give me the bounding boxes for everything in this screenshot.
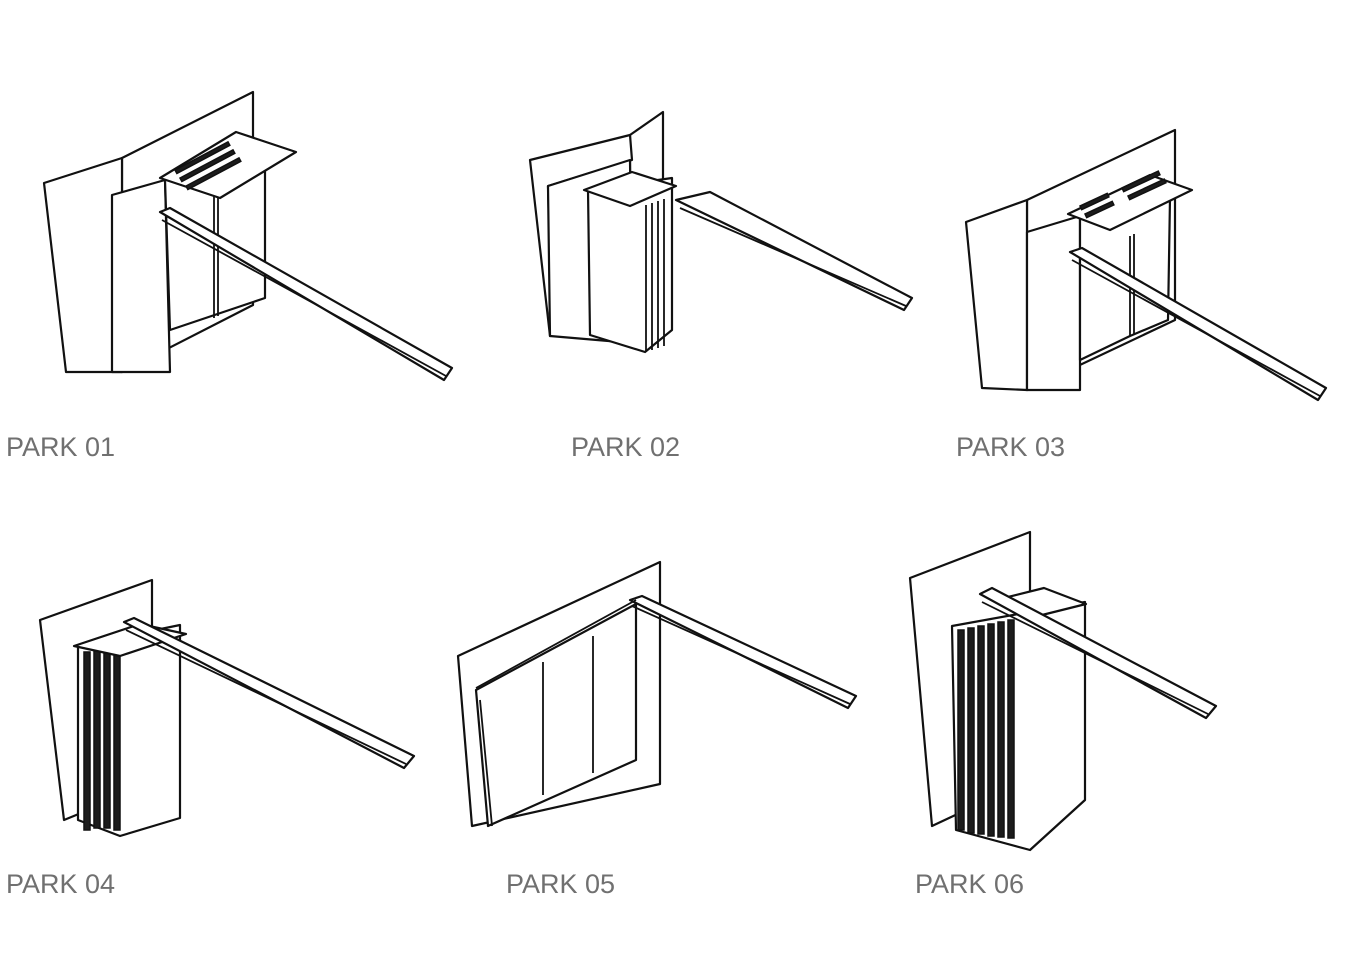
park-06-label: PARK 06 — [915, 869, 1025, 899]
park-01-drawing — [42, 90, 454, 382]
park-05-label: PARK 05 — [506, 869, 616, 899]
park-04-label: PARK 04 — [6, 869, 116, 899]
park-03-drawing — [964, 128, 1328, 402]
park-02-label: PARK 02 — [571, 432, 681, 462]
park-06-drawing — [908, 530, 1218, 852]
park-03-label: PARK 03 — [956, 432, 1066, 462]
park-01-label: PARK 01 — [6, 432, 116, 462]
park-05-drawing — [456, 560, 858, 828]
park-04-drawing — [38, 578, 416, 838]
park-02-drawing — [528, 110, 914, 354]
